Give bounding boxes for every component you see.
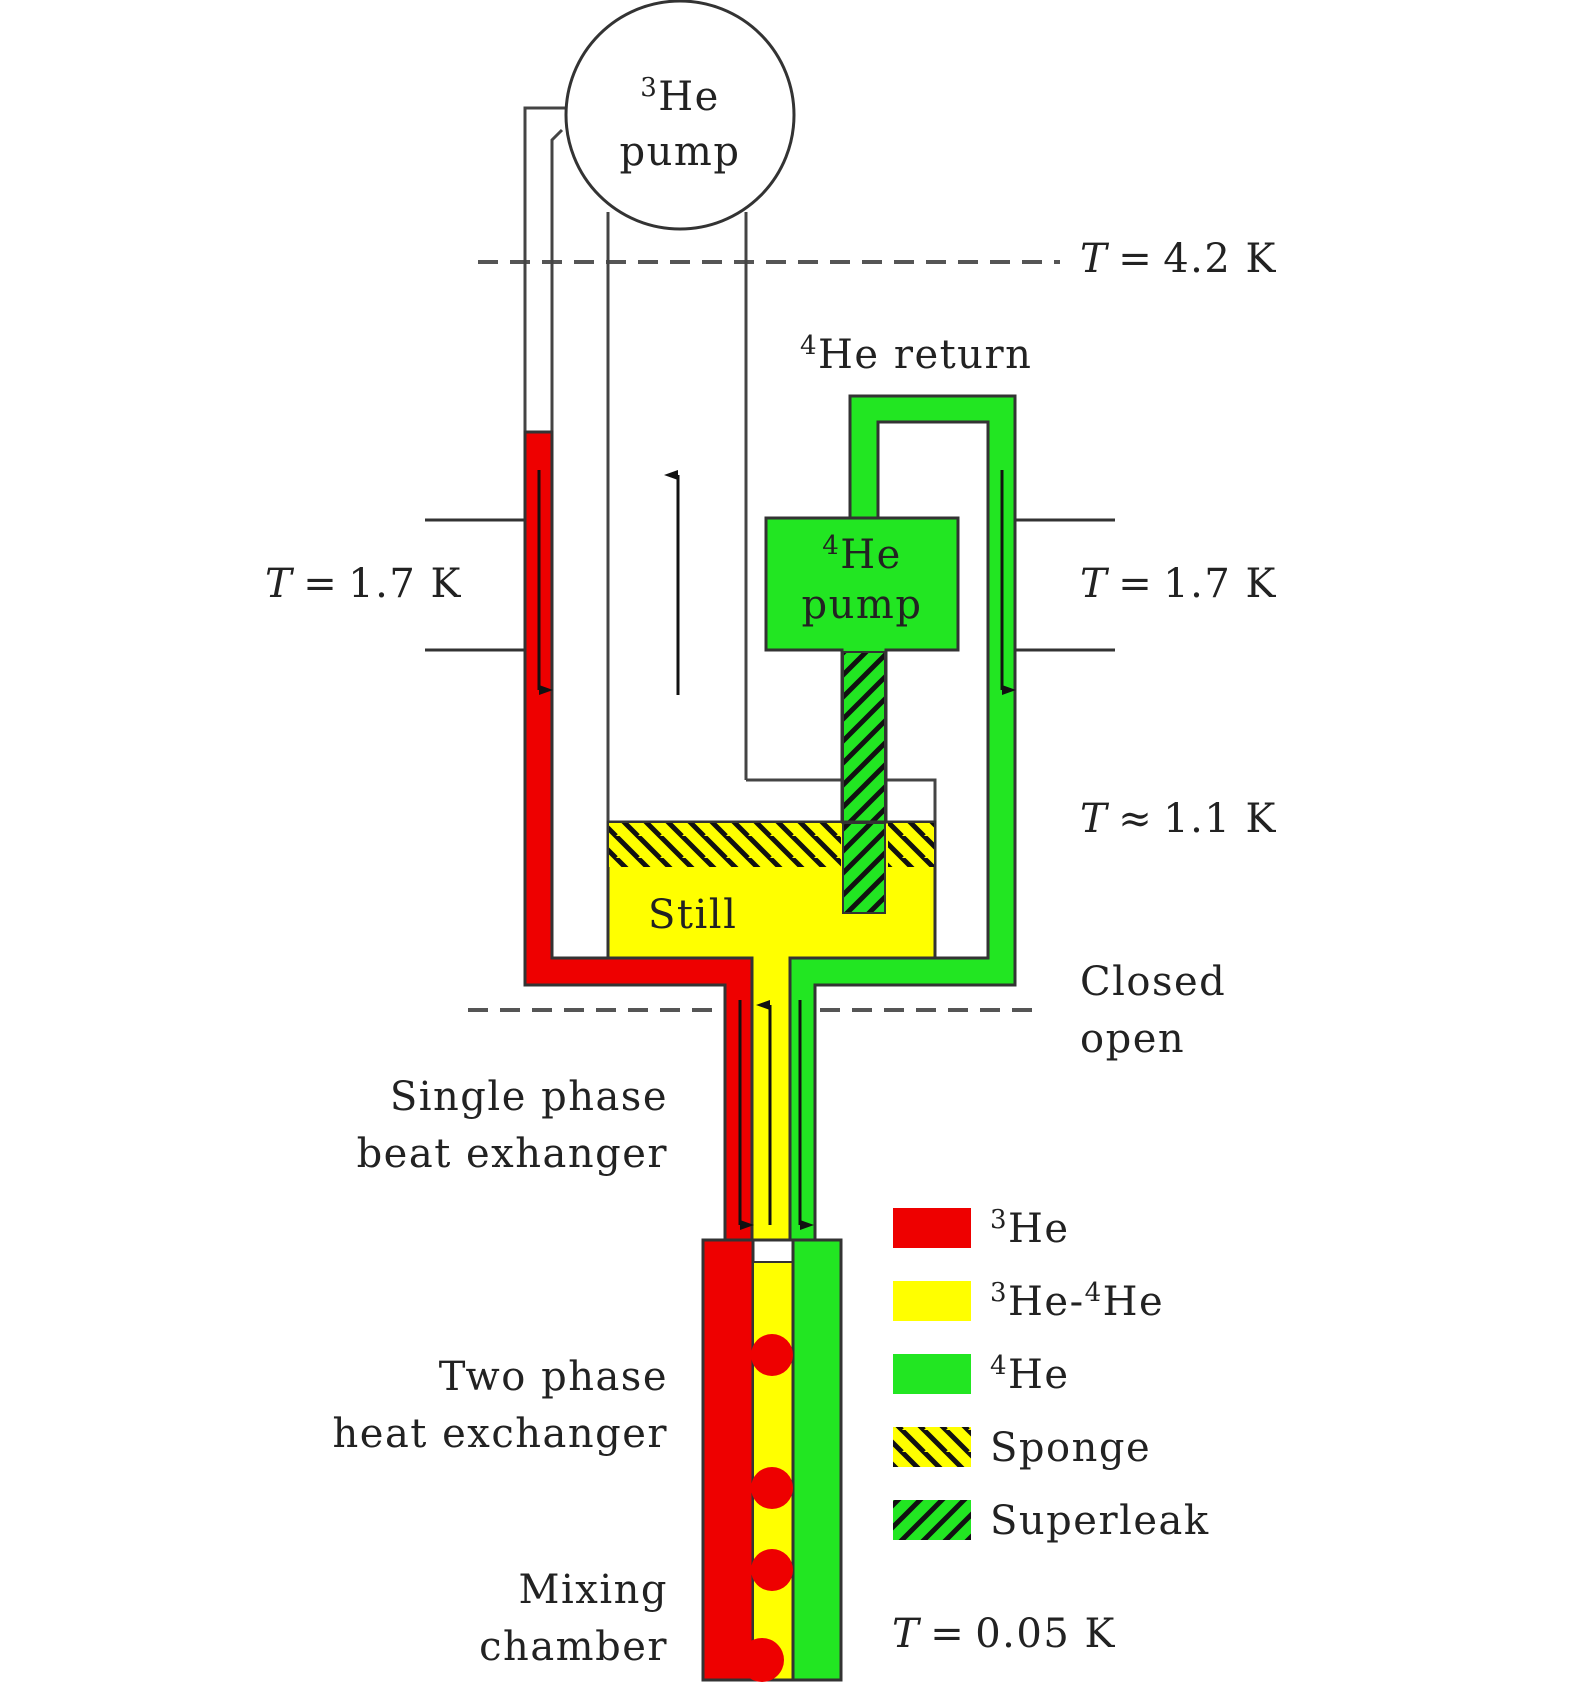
two-phase-label-1: Two phase — [439, 1354, 668, 1400]
temp-1k7-left: T=1.7 K — [265, 561, 462, 607]
legend-label-mix: 3He-4He — [990, 1278, 1164, 1325]
legend-label-he4: 4He — [990, 1351, 1070, 1398]
temp-4k2: T=4.2 K — [1080, 236, 1277, 282]
legend-swatch-he3 — [893, 1208, 971, 1248]
he3-pump-circle — [564, 0, 796, 231]
he3-pump-label: 3He — [640, 73, 720, 120]
superleak-over-still — [842, 822, 886, 914]
temp-1k1: T≈1.1 K — [1080, 796, 1277, 842]
flange-lines-1k7 — [425, 518, 1115, 652]
legend-label-he3: 3He — [990, 1205, 1070, 1252]
legend-swatch-sponge — [893, 1427, 971, 1467]
legend-swatch-superleak — [893, 1500, 971, 1540]
legend: 3He 3He-4He 4He Sponge Superleak — [893, 1205, 1210, 1544]
mixing-label-1: Mixing — [519, 1567, 668, 1613]
he4-return-label: 4He return — [800, 331, 1032, 378]
legend-swatch-he4 — [893, 1354, 971, 1394]
two-phase-label-2: heat exchanger — [333, 1411, 668, 1457]
he4-pump-label-line2: pump — [802, 582, 923, 628]
closed-label: Closed — [1080, 959, 1226, 1005]
single-phase-label-1: Single phase — [390, 1074, 668, 1120]
still-label: Still — [648, 892, 737, 938]
mixing-label-2: chamber — [479, 1624, 668, 1670]
flow-arrows — [537, 470, 1016, 1230]
legend-label-superleak: Superleak — [990, 1498, 1210, 1544]
he3-pump-label-line2: pump — [620, 129, 741, 175]
legend-label-sponge: Sponge — [990, 1425, 1151, 1471]
temp-1k7-right: T=1.7 K — [1080, 561, 1277, 607]
temp-0k05: T=0.05 K — [892, 1611, 1116, 1657]
mixing-chamber — [701, 1238, 843, 1682]
still-sponge — [609, 823, 841, 867]
legend-swatch-mix — [893, 1281, 971, 1321]
open-label: open — [1080, 1016, 1185, 1062]
still-sponge-right — [888, 823, 934, 867]
he4-pump-label: 4He — [822, 531, 902, 578]
single-phase-label-2: beat exhanger — [357, 1131, 668, 1177]
